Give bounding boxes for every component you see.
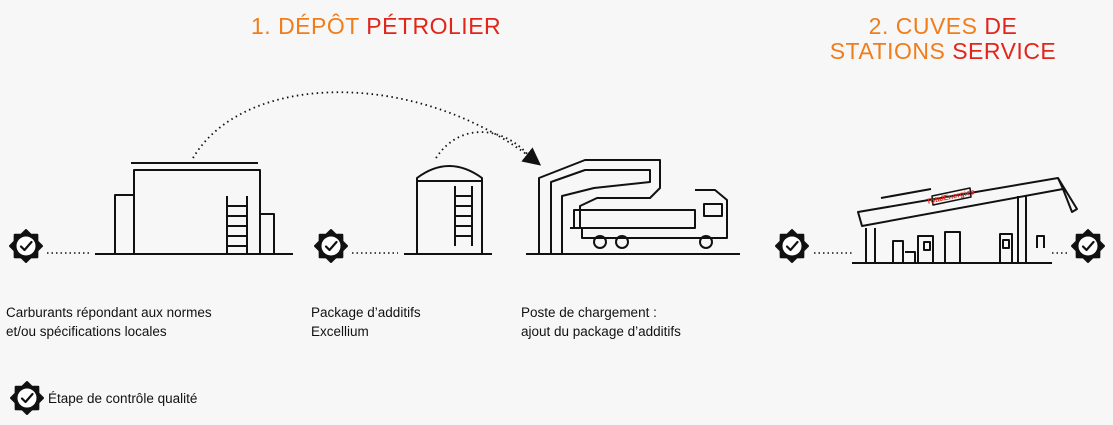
refinery-caption-line2: et/ou spécifications locales bbox=[6, 324, 167, 339]
step2-title-line2-prefix: STATIONS bbox=[829, 38, 953, 64]
quality-check-icon-1 bbox=[8, 228, 44, 264]
loading-caption: Poste de chargement : ajout du package d… bbox=[521, 303, 681, 341]
legend-label: Étape de contrôle qualité bbox=[48, 391, 198, 406]
step1-title-prefix: 1. DÉPÔT bbox=[251, 13, 367, 39]
loading-caption-line1: Poste de chargement : bbox=[521, 305, 657, 320]
loading-station-truck-icon bbox=[526, 159, 740, 255]
service-station-icon bbox=[852, 177, 1078, 264]
additives-caption-line2: Excellium bbox=[311, 324, 369, 339]
step2-title: 2. CUVES DE STATIONS SERVICE bbox=[812, 14, 1074, 64]
step1-title: 1. DÉPÔT PÉTROLIER bbox=[251, 14, 501, 39]
refinery-caption-line1: Carburants répondant aux normes bbox=[6, 305, 212, 320]
step2-title-line1-main: DE bbox=[984, 13, 1018, 39]
flow-arrow-additives-to-loading bbox=[435, 131, 535, 164]
additives-caption: Package d’additifs Excellium bbox=[311, 303, 421, 341]
station-brand-label: TotalEnergies bbox=[926, 187, 976, 206]
quality-check-icon-4 bbox=[1070, 228, 1106, 264]
refinery-building-icon bbox=[95, 162, 293, 255]
step2-title-line2-main: SERVICE bbox=[952, 38, 1057, 64]
quality-check-icon-2 bbox=[313, 228, 349, 264]
quality-check-icon-3 bbox=[774, 228, 810, 264]
step2-title-line1-prefix: 2. CUVES bbox=[868, 13, 985, 39]
step1-title-main: PÉTROLIER bbox=[366, 13, 502, 39]
legend-quality-check-icon bbox=[9, 380, 45, 416]
flow-arrow-refinery-to-loading bbox=[192, 91, 542, 166]
additive-tank-icon bbox=[404, 165, 492, 255]
refinery-caption: Carburants répondant aux normes et/ou sp… bbox=[6, 303, 212, 341]
additives-caption-line1: Package d’additifs bbox=[311, 305, 421, 320]
loading-caption-line2: ajout du package d’additifs bbox=[521, 324, 681, 339]
